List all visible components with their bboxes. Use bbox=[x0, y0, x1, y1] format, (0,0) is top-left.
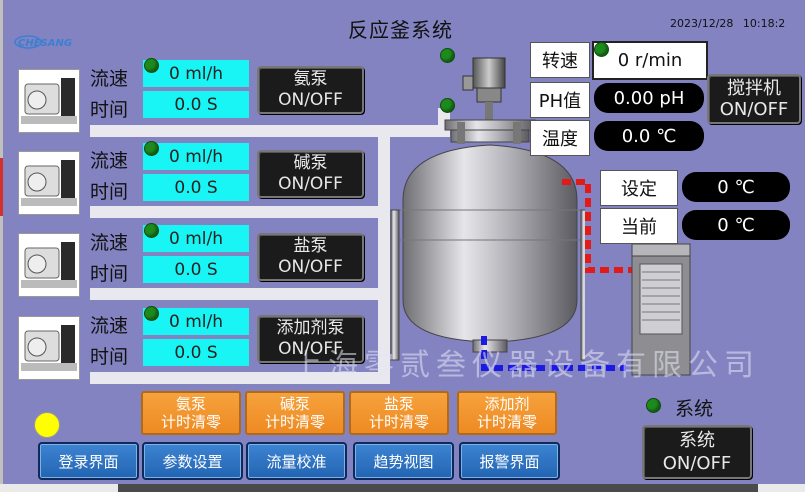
salt-pump-toggle-button[interactable]: 盐泵 ON/OFF bbox=[257, 233, 364, 281]
button-label-state: ON/OFF bbox=[278, 174, 343, 194]
button-label-line2: 计时清零 bbox=[476, 413, 537, 431]
motor-status-indicator bbox=[440, 48, 455, 63]
pipe-pump-1 bbox=[90, 125, 450, 137]
speed-label: 转速 bbox=[530, 42, 590, 78]
temperature-label: 温度 bbox=[530, 120, 590, 156]
system-status-indicator bbox=[646, 398, 661, 413]
salt-timer-reset-button[interactable]: 盐泵 计时清零 bbox=[349, 391, 449, 435]
alkali-timer-reset-button[interactable]: 碱泵 计时清零 bbox=[245, 391, 345, 435]
nav-alarm-button[interactable]: 报警界面 bbox=[459, 442, 560, 480]
button-label-line2: 计时清零 bbox=[160, 413, 221, 431]
nav-flow-calibration-button[interactable]: 流量校准 bbox=[246, 442, 347, 480]
button-label-state: ON/OFF bbox=[719, 99, 789, 120]
chiller-setpoint-label: 设定 bbox=[600, 170, 678, 206]
company-logo: CHESANG bbox=[14, 34, 90, 49]
button-label-name: 搅拌机 bbox=[727, 78, 781, 99]
datetime-display: 2023/12/28 10:18:2 bbox=[670, 17, 786, 30]
button-label-line1: 添加剂 bbox=[484, 395, 530, 413]
status-indicator bbox=[144, 223, 159, 238]
time-label: 时间 bbox=[90, 346, 129, 368]
bottom-window-bar bbox=[0, 484, 805, 492]
peristaltic-pump-icon bbox=[21, 78, 77, 124]
button-label-name: 添加剂泵 bbox=[276, 318, 345, 338]
speed-value: 0 r/min bbox=[592, 41, 708, 80]
button-label-state: ON/OFF bbox=[662, 453, 732, 474]
heating-loop-pipe bbox=[562, 179, 636, 273]
peristaltic-pump-icon bbox=[21, 325, 77, 371]
peristaltic-pump-icon bbox=[21, 242, 77, 288]
button-label-name: 碱泵 bbox=[293, 153, 328, 173]
chiller-current-value: 0 ℃ bbox=[682, 210, 790, 240]
left-edge-strip bbox=[0, 0, 3, 484]
ph-label: PH值 bbox=[530, 82, 590, 118]
time-value: 0.0 S bbox=[143, 174, 249, 201]
reactor-vessel-illustration bbox=[390, 57, 585, 361]
ammonia-timer-reset-button[interactable]: 氨泵 计时清零 bbox=[141, 391, 241, 435]
nav-trend-view-button[interactable]: 趋势视图 bbox=[353, 442, 454, 480]
flow-value: 0 ml/h bbox=[143, 60, 249, 87]
alkali-pump-toggle-button[interactable]: 碱泵 ON/OFF bbox=[257, 150, 364, 198]
peristaltic-pump-icon bbox=[21, 160, 77, 206]
time-value: 0.0 S bbox=[143, 91, 249, 118]
ammonia-pump-toggle-button[interactable]: 氨泵 ON/OFF bbox=[257, 66, 364, 114]
time-label: 时间 bbox=[90, 99, 129, 121]
nav-login-button[interactable]: 登录界面 bbox=[38, 442, 139, 480]
yellow-indicator-light bbox=[34, 412, 60, 438]
chiller-unit-illustration bbox=[631, 243, 691, 376]
button-label-state: ON/OFF bbox=[278, 339, 343, 359]
mixer-status-indicator bbox=[594, 42, 609, 57]
status-indicator bbox=[144, 58, 159, 73]
peristaltic-pump-image bbox=[18, 233, 80, 297]
nav-parameter-settings-button[interactable]: 参数设置 bbox=[142, 442, 243, 480]
system-toggle-button[interactable]: 系统 ON/OFF bbox=[642, 425, 752, 479]
time-value: 0.0 S bbox=[143, 256, 249, 283]
ph-value: 0.00 pH bbox=[594, 83, 704, 113]
logo-graphic: CHESANG bbox=[14, 35, 72, 49]
status-indicator bbox=[144, 141, 159, 156]
button-label-line1: 盐泵 bbox=[383, 395, 414, 413]
pipe-pump-4 bbox=[90, 372, 390, 384]
pipe-pump-3 bbox=[90, 288, 390, 300]
company-watermark: 上海零贰叁仪器设备有限公司 bbox=[292, 348, 760, 383]
vessel-status-indicator bbox=[440, 98, 455, 113]
additive-pump-toggle-button[interactable]: 添加剂泵 ON/OFF bbox=[257, 315, 364, 363]
button-label-line1: 氨泵 bbox=[175, 395, 206, 413]
pipe-pump-2 bbox=[90, 206, 390, 218]
system-label: 系统 bbox=[675, 398, 714, 420]
button-label-state: ON/OFF bbox=[278, 90, 343, 110]
outlet-pipe bbox=[481, 336, 626, 371]
status-indicator bbox=[144, 306, 159, 321]
button-label-state: ON/OFF bbox=[278, 257, 343, 277]
flow-value: 0 ml/h bbox=[143, 225, 249, 252]
time-value: 0.0 S bbox=[143, 339, 249, 366]
flow-value: 0 ml/h bbox=[143, 143, 249, 170]
page-title: 反应釜系统 bbox=[348, 18, 453, 42]
button-label-line2: 计时清零 bbox=[264, 413, 325, 431]
mixer-toggle-button[interactable]: 搅拌机 ON/OFF bbox=[707, 74, 801, 124]
button-label-line2: 计时清零 bbox=[368, 413, 429, 431]
peristaltic-pump-image bbox=[18, 151, 80, 215]
svg-text:CHESANG: CHESANG bbox=[18, 38, 72, 49]
time-label: 时间 bbox=[90, 181, 129, 203]
additive-timer-reset-button[interactable]: 添加剂 计时清零 bbox=[457, 391, 557, 435]
button-label-name: 盐泵 bbox=[293, 236, 328, 256]
button-label-line1: 碱泵 bbox=[279, 395, 310, 413]
flow-label: 流速 bbox=[90, 315, 129, 337]
pipe-vertical-collector bbox=[378, 137, 390, 384]
chiller-setpoint-value: 0 ℃ bbox=[682, 172, 790, 202]
button-label-name: 系统 bbox=[679, 430, 715, 451]
peristaltic-pump-image bbox=[18, 316, 80, 380]
flow-label: 流速 bbox=[90, 68, 129, 90]
button-label-name: 氨泵 bbox=[293, 69, 328, 89]
flow-label: 流速 bbox=[90, 150, 129, 172]
peristaltic-pump-image bbox=[18, 69, 80, 133]
left-edge-red-marker bbox=[0, 158, 3, 216]
flow-value: 0 ml/h bbox=[143, 308, 249, 335]
temperature-value: 0.0 ℃ bbox=[594, 121, 704, 151]
bottom-dark-strip bbox=[118, 484, 758, 492]
chiller-current-label: 当前 bbox=[600, 208, 678, 244]
flow-label: 流速 bbox=[90, 232, 129, 254]
time-label: 时间 bbox=[90, 263, 129, 285]
